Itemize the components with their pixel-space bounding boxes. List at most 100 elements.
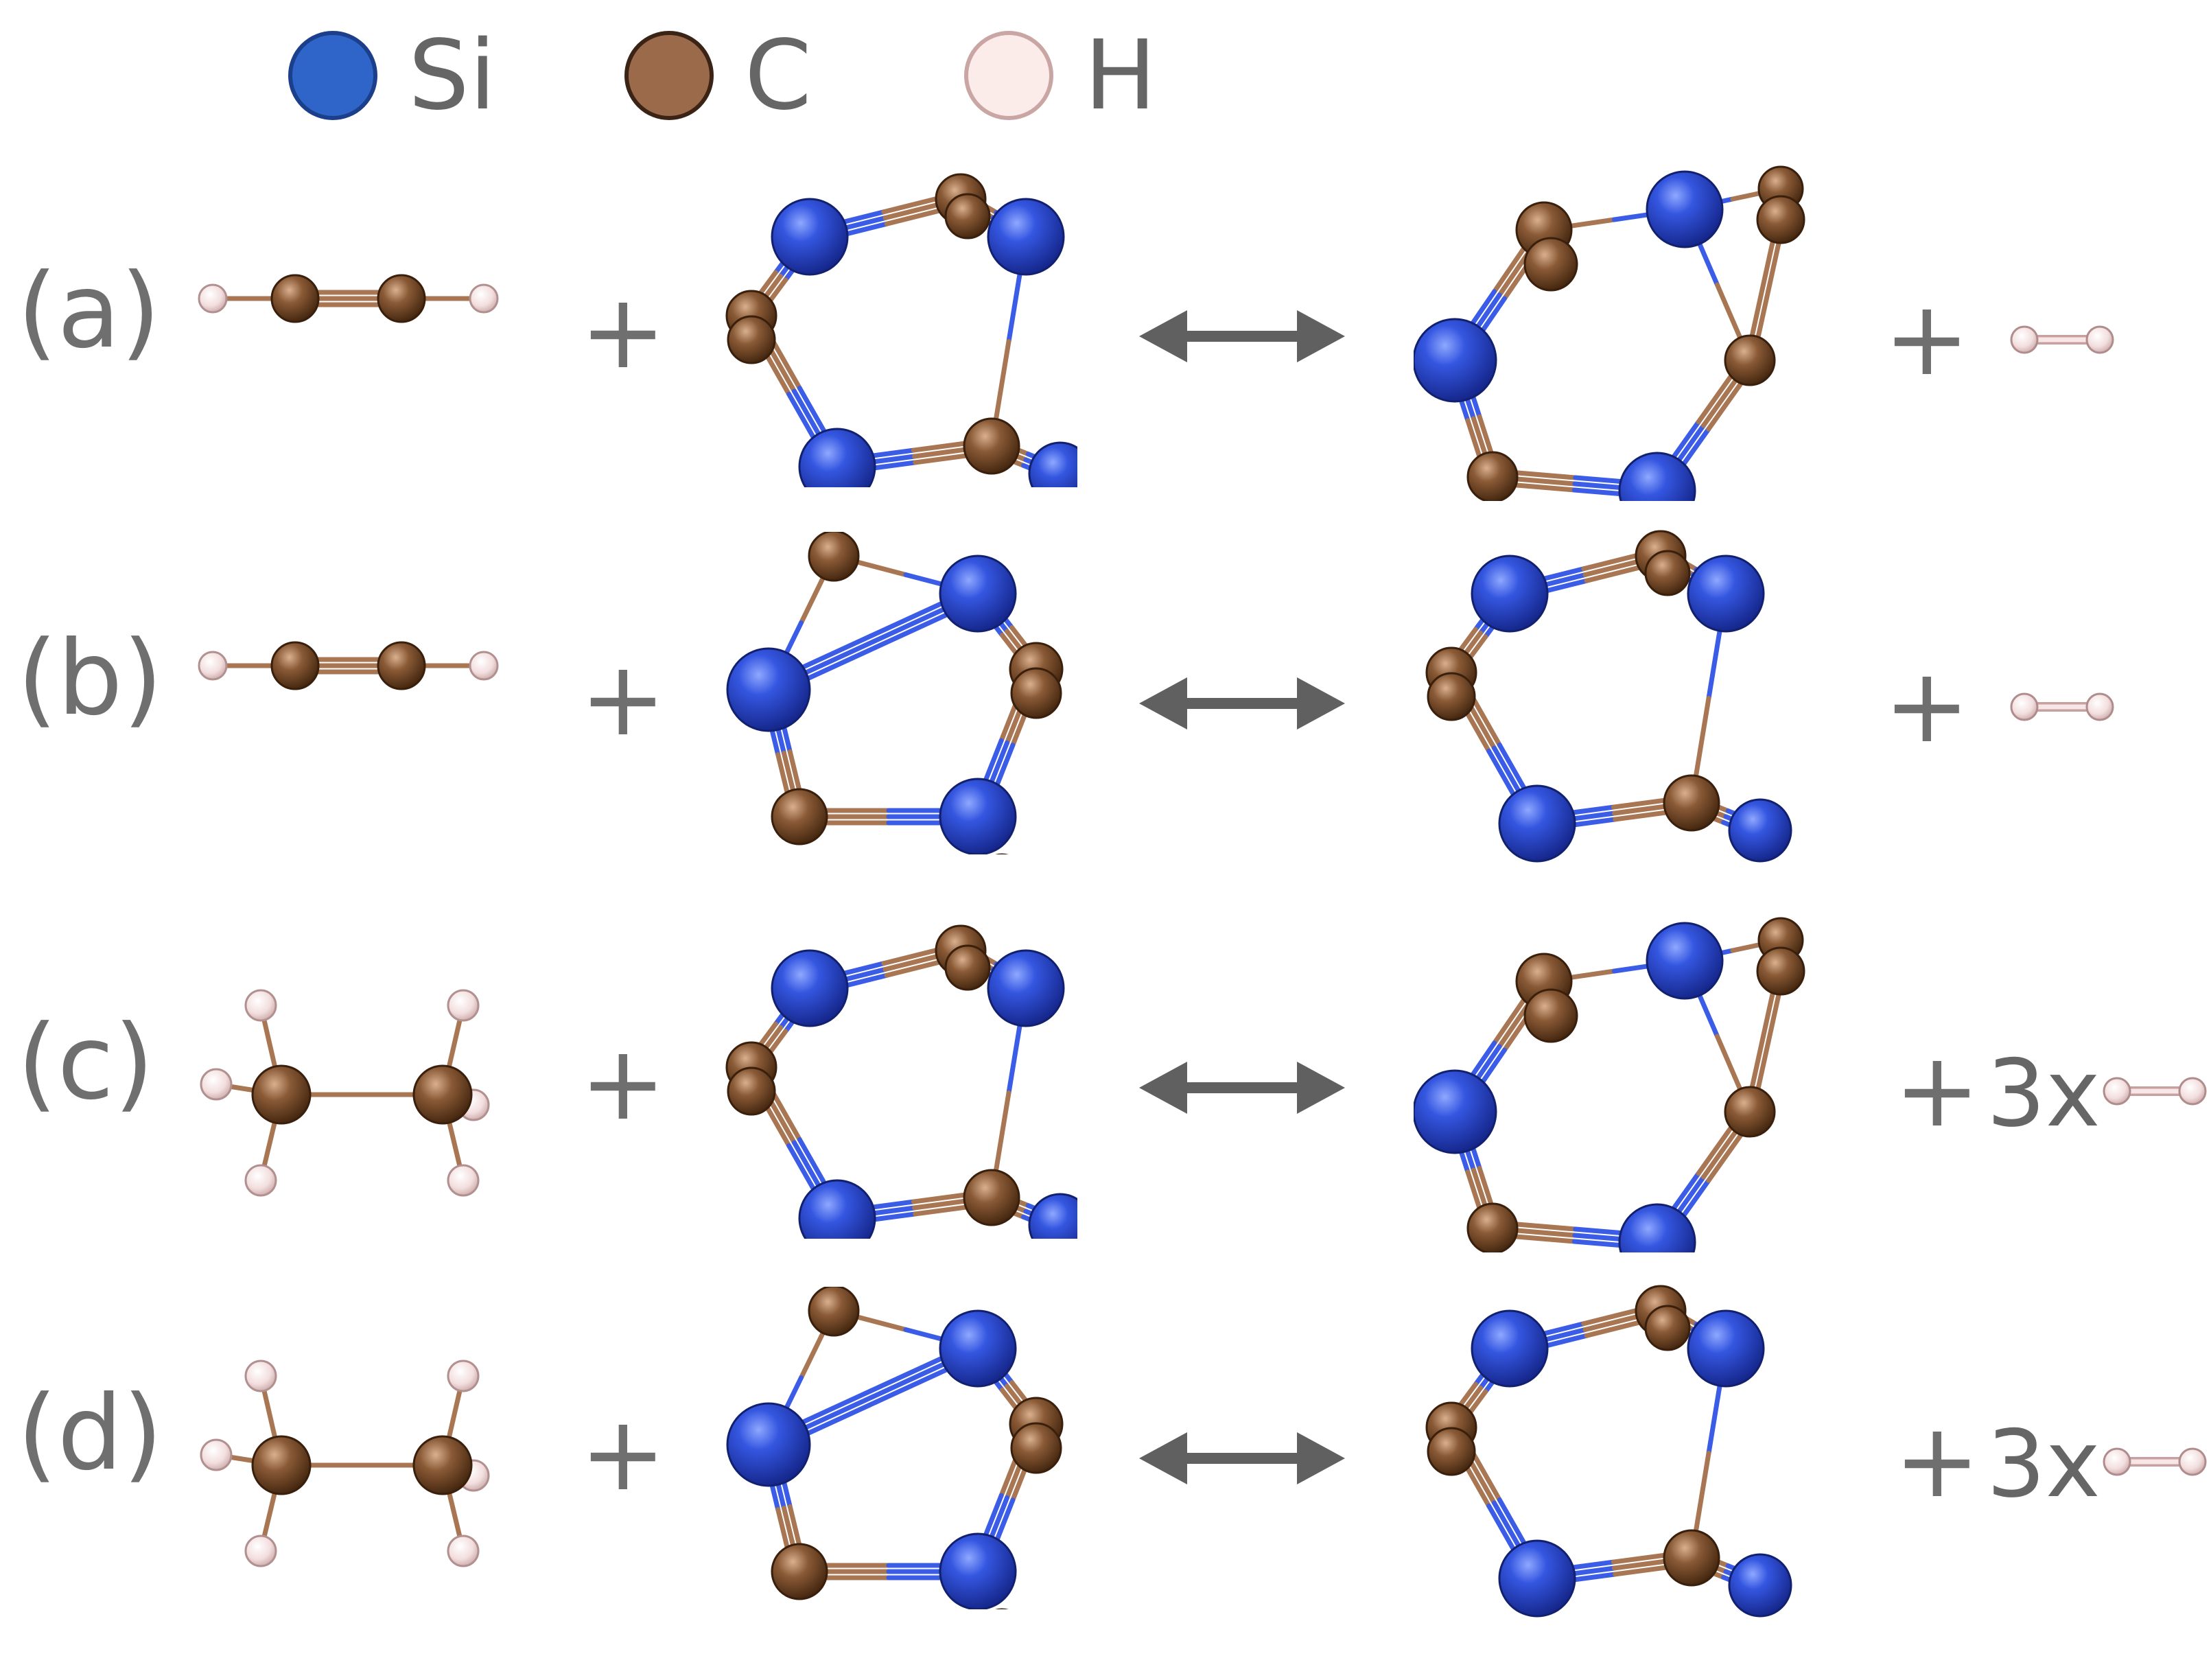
si-atom: [939, 1532, 1017, 1609]
plus-sign: +: [580, 1395, 666, 1514]
c-atom: [1724, 1086, 1776, 1138]
hydrogen-molecule-icon: [2103, 1077, 2207, 1106]
c-atom: [412, 1064, 473, 1125]
c-atom: [963, 1169, 1020, 1226]
c-atom: [808, 1287, 860, 1337]
row-label: (c): [17, 1003, 154, 1123]
h-atom-icon: [964, 31, 1053, 120]
c-atom: [1010, 667, 1062, 719]
c-atom: [377, 641, 426, 690]
c-atom-icon: [624, 31, 714, 120]
c-atom: [1427, 672, 1476, 721]
c-atom: [727, 315, 776, 364]
h-atom: [198, 651, 228, 681]
c-atom: [995, 853, 1009, 854]
legend-item-h: H: [964, 20, 1156, 132]
h-atom: [447, 1360, 480, 1392]
c-atom: [727, 1066, 776, 1116]
c-atom: [1466, 1202, 1519, 1252]
si-atom: [726, 647, 811, 732]
si-atom-icon: [288, 31, 377, 120]
h-atom: [244, 1164, 277, 1197]
c-atom: [1756, 946, 1805, 996]
h-atom: [244, 989, 277, 1022]
legend-label-h: H: [1084, 20, 1156, 132]
reaction-row: (a) + +: [17, 165, 2114, 501]
h-atom: [200, 1438, 233, 1471]
si-atom: [771, 949, 849, 1027]
c-atom: [1724, 334, 1776, 386]
h-atom: [244, 1360, 277, 1392]
reactant-surface-structure: [725, 924, 1077, 1239]
plus-sign: +: [1894, 1401, 1980, 1521]
c-atom: [270, 274, 320, 323]
product-surface-structure: [1414, 165, 1805, 501]
reactant-surface-structure: [726, 1287, 1064, 1609]
c-atom: [1010, 1422, 1062, 1474]
c-atom: [377, 274, 426, 323]
si-atom: [1646, 170, 1724, 248]
reaction-row: (b)++: [17, 530, 2114, 863]
h-atom: [447, 1164, 480, 1197]
product-surface-structure: [1425, 1285, 1792, 1618]
si-atom: [1618, 452, 1696, 501]
double-headed-arrow-icon: [1139, 1432, 1345, 1484]
c-atom: [251, 1064, 312, 1125]
legend-item-c: C: [624, 20, 812, 132]
si-atom: [771, 198, 849, 276]
c-atom: [1663, 1529, 1720, 1587]
c-atom: [1523, 237, 1578, 292]
h-atom: [447, 1535, 480, 1567]
si-atom: [1028, 441, 1077, 487]
si-atom: [1471, 1309, 1549, 1388]
hydrogen-coefficient: 3x: [1987, 1410, 2101, 1518]
c-atom: [270, 641, 320, 690]
c-atom: [1663, 774, 1720, 832]
row-label: (b): [17, 619, 163, 738]
si-atom: [1028, 1193, 1077, 1239]
row-label: (a): [17, 252, 161, 371]
c-atom: [944, 193, 991, 240]
si-atom: [1414, 1069, 1497, 1154]
reaction-row: (c)++3x: [17, 917, 2207, 1252]
reaction-rows: (a)++(b)++(c)++3x(d)++3x: [17, 165, 2207, 1618]
h-atom: [469, 283, 499, 314]
c-atom: [944, 944, 991, 991]
si-atom: [1471, 555, 1549, 633]
si-atom: [1728, 1553, 1792, 1618]
h-atom: [198, 283, 228, 314]
c-atom: [963, 417, 1020, 475]
si-atom: [1414, 318, 1497, 403]
legend: Si C H: [288, 20, 1156, 132]
plus-sign: +: [1884, 279, 1970, 399]
si-atom: [939, 778, 1017, 854]
c-atom: [1756, 195, 1805, 244]
hydrogen-coefficient: 3x: [1987, 1040, 2101, 1147]
ethane-molecule: [200, 989, 490, 1197]
si-atom: [987, 198, 1065, 276]
acetylene-molecule: [198, 641, 499, 690]
legend-label-si: Si: [408, 20, 496, 132]
hydrogen-molecule-icon: [2010, 325, 2114, 354]
c-atom: [771, 788, 828, 845]
legend-label-c: C: [745, 20, 812, 132]
si-atom: [798, 428, 876, 487]
c-atom: [251, 1435, 312, 1495]
plus-sign: +: [580, 272, 666, 392]
acetylene-molecule: [198, 274, 499, 323]
c-atom: [1523, 988, 1578, 1043]
si-atom: [1728, 798, 1792, 863]
row-label: (d): [17, 1374, 163, 1493]
si-atom: [798, 1179, 876, 1239]
reactant-surface-structure: [725, 173, 1077, 487]
double-headed-arrow-icon: [1139, 1062, 1345, 1114]
c-atom: [771, 1543, 828, 1600]
si-atom: [987, 949, 1065, 1027]
reaction-row: (d) + +3x: [17, 1285, 2207, 1618]
plus-sign: +: [580, 640, 666, 759]
h-atom: [447, 989, 480, 1022]
legend-item-si: Si: [288, 20, 496, 132]
c-atom: [412, 1435, 473, 1495]
c-atom: [1644, 550, 1691, 596]
